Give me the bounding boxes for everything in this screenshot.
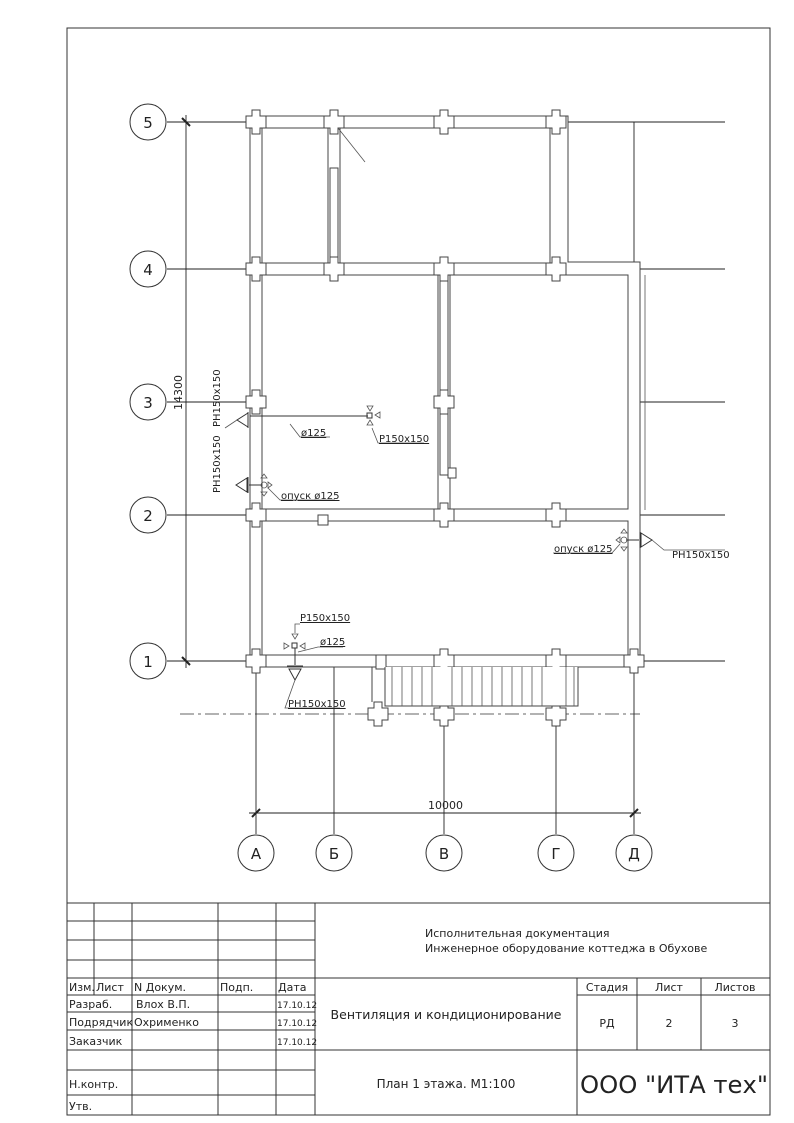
svg-text:В: В bbox=[439, 845, 449, 863]
control-row-1: Утв. bbox=[69, 1100, 92, 1113]
axis-bubble-5: 5 bbox=[129, 103, 167, 141]
svg-text:А: А bbox=[251, 845, 262, 863]
role-2: Заказчик bbox=[69, 1035, 123, 1048]
axis-bubble-4: 4 bbox=[129, 250, 167, 288]
svg-text:Г: Г bbox=[551, 845, 560, 863]
role-0: Разраб. bbox=[69, 998, 112, 1011]
role-1: Подрядчик bbox=[69, 1016, 133, 1029]
label-grille-upper: Р150х150 bbox=[379, 434, 429, 445]
control-row-0: Н.контр. bbox=[69, 1078, 118, 1091]
dim-vertical: 14300 bbox=[172, 375, 185, 410]
label-duct-lower: ø125 bbox=[320, 637, 345, 648]
company-name: ООО "ИТА тех" bbox=[580, 1071, 768, 1099]
axis-bubble-1: 1 bbox=[129, 642, 167, 680]
label-drop-left: опуск ø125 bbox=[281, 491, 340, 502]
date-1: 17.10.12 bbox=[277, 1019, 317, 1029]
label-grille-lower: Р150х150 bbox=[300, 613, 350, 624]
sheets-value: 3 bbox=[732, 1017, 739, 1030]
svg-text:3: 3 bbox=[143, 394, 153, 412]
axis-bubble-d: Д bbox=[615, 834, 653, 872]
header-date: Дата bbox=[278, 981, 306, 994]
dimensions: 14300 10000 bbox=[172, 115, 641, 818]
svg-text:5: 5 bbox=[143, 114, 153, 132]
header-list: Лист bbox=[96, 981, 124, 994]
svg-text:Д: Д bbox=[628, 845, 640, 863]
date-0: 17.10.12 bbox=[277, 1001, 317, 1011]
sheet-title: План 1 этажа. М1:100 bbox=[377, 1077, 516, 1091]
section-title: Вентиляция и кондиционирование bbox=[331, 1007, 562, 1022]
axis-bubble-v: В bbox=[425, 834, 463, 872]
ventilation-layout: РН150х150 ø125 Р150х150 РН150х150 опуск … bbox=[212, 369, 730, 710]
sheets-label: Листов bbox=[714, 981, 755, 994]
label-drop-right: опуск ø125 bbox=[554, 544, 613, 555]
header-doc: N Докум. bbox=[134, 981, 186, 994]
svg-text:4: 4 bbox=[143, 261, 153, 279]
svg-text:1: 1 bbox=[143, 653, 153, 671]
sheet-label: Лист bbox=[655, 981, 683, 994]
label-rh-left-upper: РН150х150 bbox=[212, 369, 223, 427]
project-line-1: Исполнительная документация bbox=[425, 927, 609, 940]
project-line-2: Инженерное оборудование коттеджа в Обухо… bbox=[425, 942, 707, 955]
axis-bubble-g: Г bbox=[537, 834, 575, 872]
axis-bubble-b: Б bbox=[315, 834, 353, 872]
name-1: Охрименко bbox=[134, 1016, 199, 1029]
header-sign: Подп. bbox=[220, 981, 253, 994]
title-block: Исполнительная документация Инженерное о… bbox=[67, 902, 770, 1115]
svg-text:2: 2 bbox=[143, 507, 153, 525]
axis-bubbles: 5 4 3 2 1 А Б В Г Д bbox=[129, 103, 653, 872]
axis-bubble-a: А bbox=[237, 834, 275, 872]
label-duct-upper: ø125 bbox=[301, 428, 326, 439]
label-rh-left-lower: РН150х150 bbox=[212, 435, 223, 493]
axis-bubble-3: 3 bbox=[129, 383, 167, 421]
label-rh-lower: РН150х150 bbox=[288, 699, 346, 710]
axis-bubble-2: 2 bbox=[129, 496, 167, 534]
sheet-frame bbox=[66, 27, 771, 1116]
sheet-value: 2 bbox=[666, 1017, 673, 1030]
label-rh-right: РН150х150 bbox=[672, 550, 730, 561]
grille-triangle-icon bbox=[236, 412, 249, 428]
name-0: Влох В.П. bbox=[136, 998, 190, 1011]
dim-horizontal: 10000 bbox=[428, 799, 463, 812]
stage-label: Стадия bbox=[586, 981, 628, 994]
walls bbox=[245, 109, 646, 727]
date-2: 17.10.12 bbox=[277, 1038, 317, 1048]
svg-text:Б: Б bbox=[329, 845, 339, 863]
header-izm: Изм. bbox=[69, 981, 95, 994]
stage-value: РД bbox=[599, 1017, 615, 1030]
